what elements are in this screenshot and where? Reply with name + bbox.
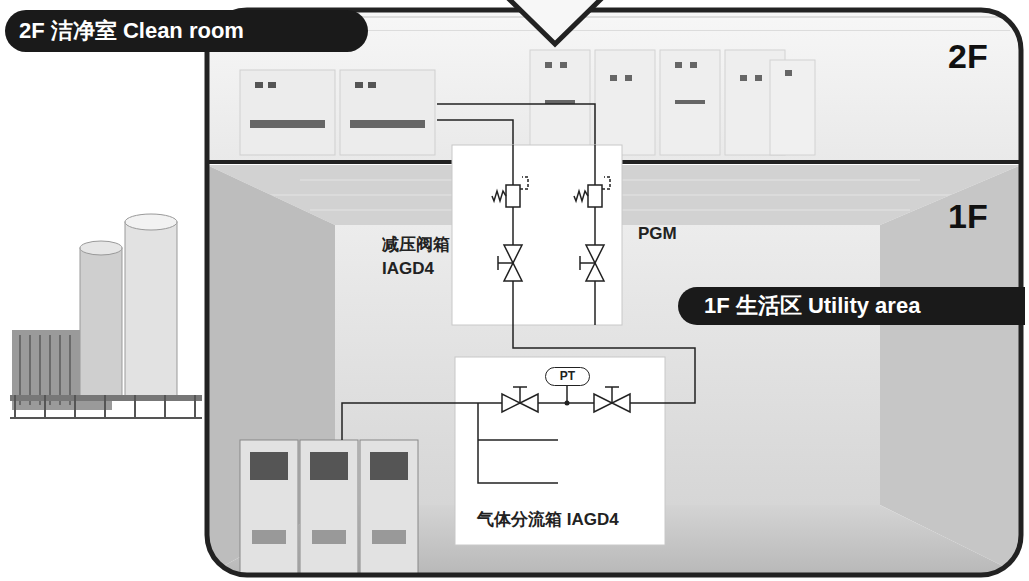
valve-box: 减压阀箱 IAGD4PGM xyxy=(452,145,622,325)
node-label: PT xyxy=(546,369,589,384)
gas-cabinets xyxy=(240,440,418,575)
pipe-line xyxy=(513,325,695,403)
node-label: 气体分流箱 IAGD4 xyxy=(477,509,619,531)
plant-illustration xyxy=(10,214,202,418)
pressure-gauge: PT xyxy=(545,367,590,386)
callout-notch xyxy=(508,0,602,44)
node-label: 1F 生活区 Utility area xyxy=(704,293,920,319)
node-label: 减压阀箱 IAGD4 xyxy=(382,233,450,281)
floor-label: 2F xyxy=(948,36,988,76)
junction-dot xyxy=(565,401,570,406)
part-label: PGM xyxy=(638,223,677,245)
gas-pipe xyxy=(513,325,695,403)
callout-notch-fill xyxy=(508,0,602,44)
node-label: 2F 洁净室 Clean room xyxy=(19,18,244,44)
valve-box-piping xyxy=(492,145,610,325)
distribution-box-fill xyxy=(455,357,665,545)
tool-pipes xyxy=(437,104,595,145)
area-badge: 1F 生活区 Utility area xyxy=(678,287,1025,325)
distribution-box: 气体分流箱 IAGD4 PT xyxy=(455,357,665,545)
floor-badge: 2F 洁净室 Clean room xyxy=(5,10,368,52)
cleanroom-equipment xyxy=(240,50,815,155)
floor-label: 1F xyxy=(948,196,988,236)
distribution-box-piping xyxy=(342,386,665,483)
valve-box-fill xyxy=(452,145,622,325)
